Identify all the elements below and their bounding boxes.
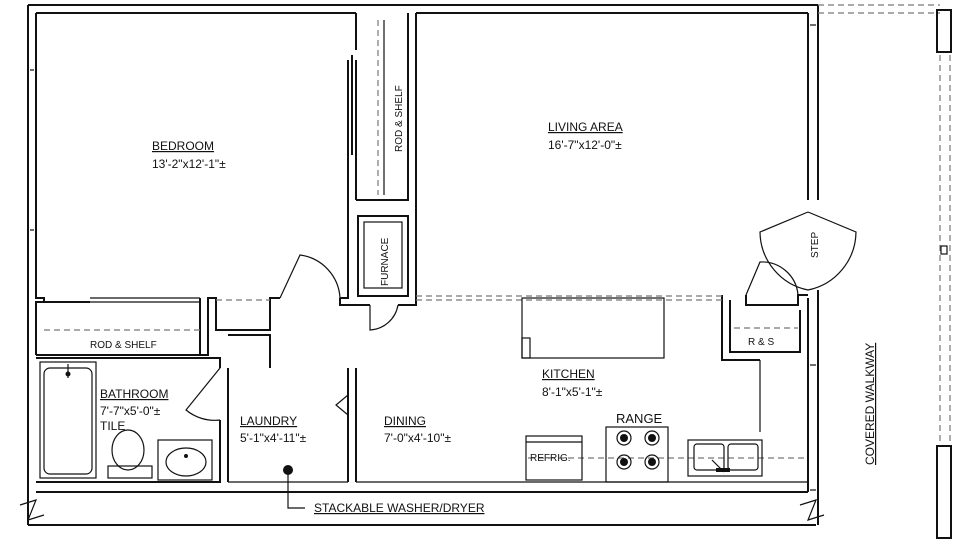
refrigerator bbox=[525, 435, 583, 481]
bathroom-size: 7'-7"x5'-0"± bbox=[100, 404, 161, 418]
washer-dryer-label: STACKABLE WASHER/DRYER bbox=[314, 501, 485, 515]
bedroom-size: 13'-2"x12'-1"± bbox=[152, 157, 226, 171]
doors bbox=[185, 55, 857, 421]
living-name: LIVING AREA bbox=[548, 120, 623, 134]
dining-size: 7'-0"x4'-10"± bbox=[384, 431, 451, 445]
fixtures bbox=[39, 297, 763, 509]
living-size: 16'-7"x12'-0"± bbox=[548, 138, 622, 152]
covered-walkway-label: COVERED WALKWAY bbox=[863, 343, 877, 465]
range-label: RANGE bbox=[616, 411, 663, 426]
rs-label: R & S bbox=[748, 337, 774, 348]
exterior-walls bbox=[19, 4, 825, 526]
bathroom-floor: TILE bbox=[100, 419, 125, 433]
interior-walls bbox=[36, 13, 808, 483]
refrig-label: REFRIG. bbox=[530, 453, 571, 464]
laundry-size: 5'-1"x4'-11"± bbox=[240, 431, 307, 445]
step-label: STEP bbox=[810, 232, 821, 258]
kitchen-name: KITCHEN bbox=[542, 367, 595, 381]
kitchen-island bbox=[521, 297, 665, 359]
dashed-lines bbox=[44, 4, 951, 459]
room-labels: BEDROOM 13'-2"x12'-1"± LIVING AREA 16'-7… bbox=[90, 85, 877, 515]
dining-name: DINING bbox=[384, 414, 426, 428]
walkway-posts bbox=[936, 9, 952, 539]
kitchen-sink bbox=[687, 439, 763, 477]
bedroom-name: BEDROOM bbox=[152, 139, 214, 153]
kitchen-size: 8'-1"x5'-1"± bbox=[542, 385, 603, 399]
bathroom-name: BATHROOM bbox=[100, 387, 168, 401]
rod-shelf-bottom-label: ROD & SHELF bbox=[90, 340, 157, 351]
range bbox=[605, 426, 669, 483]
laundry-name: LAUNDRY bbox=[240, 414, 297, 428]
rod-shelf-vertical-label: ROD & SHELF bbox=[394, 85, 405, 152]
bathroom-sink bbox=[157, 439, 213, 481]
bathtub bbox=[39, 361, 97, 479]
furnace-label: FURNACE bbox=[380, 237, 391, 286]
toilet bbox=[107, 429, 153, 479]
